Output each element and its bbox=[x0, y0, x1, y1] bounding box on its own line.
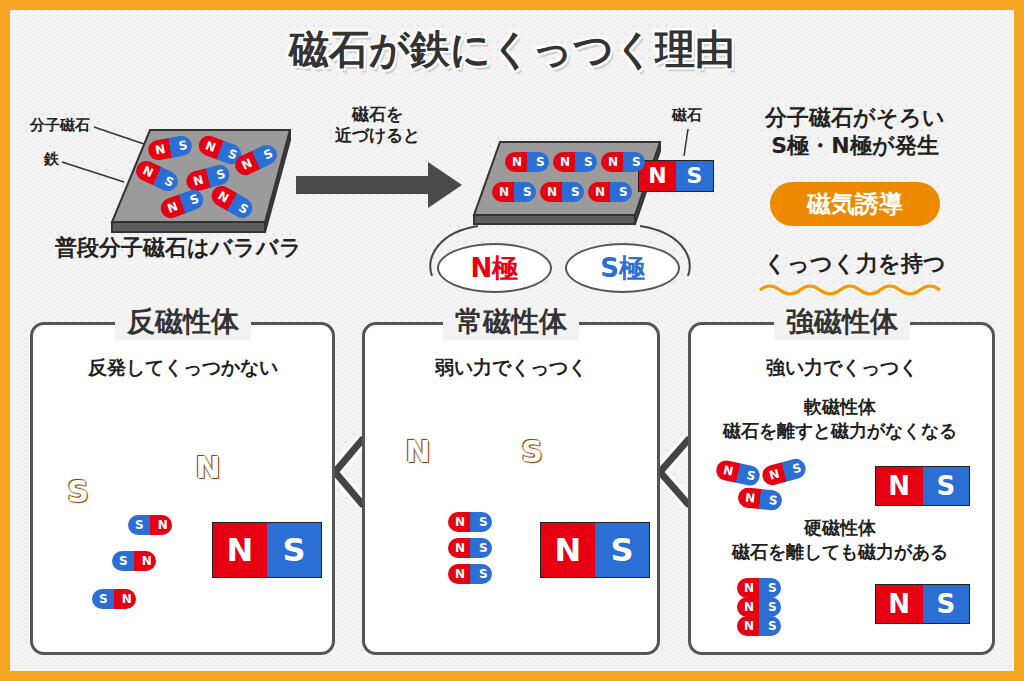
panel-subtitle: 強い力でくっつく bbox=[691, 355, 992, 381]
panel-heading: 常磁性体 bbox=[443, 304, 579, 340]
connector-group bbox=[335, 440, 362, 504]
category-panel: 常磁性体弱い力でくっつくNS bbox=[362, 322, 660, 655]
node-label: N極 bbox=[471, 251, 519, 286]
chevron-connector bbox=[335, 440, 362, 504]
molecular-magnet: NS bbox=[553, 152, 597, 172]
iron-plate-side bbox=[474, 215, 635, 224]
molecular-magnet: NS bbox=[737, 578, 781, 598]
panel-heading: 強磁性体 bbox=[774, 304, 910, 340]
molecular-magnet: NS bbox=[448, 538, 492, 558]
molecular-magnet: NS bbox=[448, 512, 492, 532]
molecular-magnet: NS bbox=[147, 134, 194, 161]
annotation-text: くっつく力を持つ bbox=[750, 250, 960, 278]
pole-burst-letter: N bbox=[188, 448, 228, 488]
pole-letter: N bbox=[213, 523, 267, 577]
process-arrow bbox=[296, 162, 462, 208]
ground bbox=[10, 10, 1014, 671]
annotation-text: 普段分子磁石はバラバラ bbox=[55, 234, 302, 262]
node-label: S極 bbox=[600, 251, 645, 286]
annotation-text: 軟磁性体 bbox=[690, 396, 990, 419]
pole-burst-letter: N bbox=[398, 432, 438, 472]
pole-letter: N bbox=[541, 523, 595, 577]
molecular-magnet: NS bbox=[737, 597, 781, 617]
panel-heading: 反磁性体 bbox=[115, 304, 251, 340]
molecular-magnet: SN bbox=[128, 515, 172, 535]
bar-magnet: NS bbox=[875, 466, 970, 506]
category-panel: 強磁性体強い力でくっつくNSNS bbox=[688, 322, 995, 655]
connector-halo bbox=[335, 440, 362, 504]
annotation-text: 磁石を離すと磁力がなくなる bbox=[690, 420, 990, 443]
annotation-text: 鉄 bbox=[44, 150, 59, 169]
iron-plate bbox=[112, 130, 290, 222]
molecular-magnet: NS bbox=[448, 564, 492, 584]
molecular-magnet: NS bbox=[133, 158, 181, 195]
molecular-magnet: SN bbox=[112, 551, 156, 571]
molecular-magnet: NS bbox=[208, 182, 256, 221]
leader-line bbox=[94, 127, 144, 144]
title: 磁石が鉄にくっつく理由 bbox=[0, 24, 1024, 74]
bar-magnet: NS bbox=[212, 522, 322, 578]
pole-burst-letter: S bbox=[512, 432, 552, 472]
annotation-text: 磁石 bbox=[672, 106, 702, 125]
bar-magnet: NS bbox=[875, 584, 970, 624]
molecular-magnet: NS bbox=[588, 182, 632, 202]
molecular-magnet: NS bbox=[540, 182, 584, 202]
term-badge: 磁気誘導 bbox=[770, 182, 940, 226]
connector-halo bbox=[660, 440, 688, 504]
molecular-magnet: SN bbox=[92, 589, 136, 609]
molecular-magnet: NS bbox=[737, 616, 781, 636]
wavy-underline bbox=[760, 286, 940, 294]
panel-subtitle: 反発してくっつかない bbox=[33, 355, 332, 381]
annotation-text: 硬磁性体 bbox=[690, 517, 990, 540]
pole-letter: N bbox=[876, 467, 923, 505]
molecular-magnet: NS bbox=[492, 182, 536, 202]
pole-bubble: S極 bbox=[565, 243, 680, 293]
pole-burst-letter: S bbox=[58, 472, 98, 512]
molecular-magnet: NS bbox=[505, 152, 549, 172]
pole-letter: S bbox=[923, 585, 970, 623]
chevron-connector bbox=[660, 440, 688, 504]
pole-letter: N bbox=[876, 585, 923, 623]
connector-group bbox=[660, 440, 688, 504]
pole-letter: S bbox=[676, 161, 713, 191]
iron-plate bbox=[474, 142, 660, 215]
leader-line bbox=[62, 162, 124, 182]
annotation-text: 磁石を 近づけると bbox=[322, 104, 432, 147]
molecular-magnet: NS bbox=[601, 152, 645, 172]
annotation-text: 分子磁石がそろい S極・N極が発生 bbox=[750, 104, 960, 159]
panel-subtitle: 弱い力でくっつく bbox=[365, 355, 657, 381]
pole-bubble: N極 bbox=[437, 243, 552, 293]
pole-letter: S bbox=[923, 467, 970, 505]
annotation-text: 磁石を離しても磁力がある bbox=[690, 541, 990, 564]
iron-plate-side bbox=[112, 222, 265, 232]
pole-letter: S bbox=[267, 523, 321, 577]
pole-letter: S bbox=[595, 523, 649, 577]
dot-texture bbox=[10, 10, 1014, 671]
molecular-magnet: NS bbox=[158, 187, 206, 221]
bar-magnet: NS bbox=[540, 522, 650, 578]
annotation-text: 分子磁石 bbox=[30, 116, 90, 135]
leader-line bbox=[684, 129, 688, 156]
node-label: 磁気誘導 bbox=[807, 188, 903, 220]
